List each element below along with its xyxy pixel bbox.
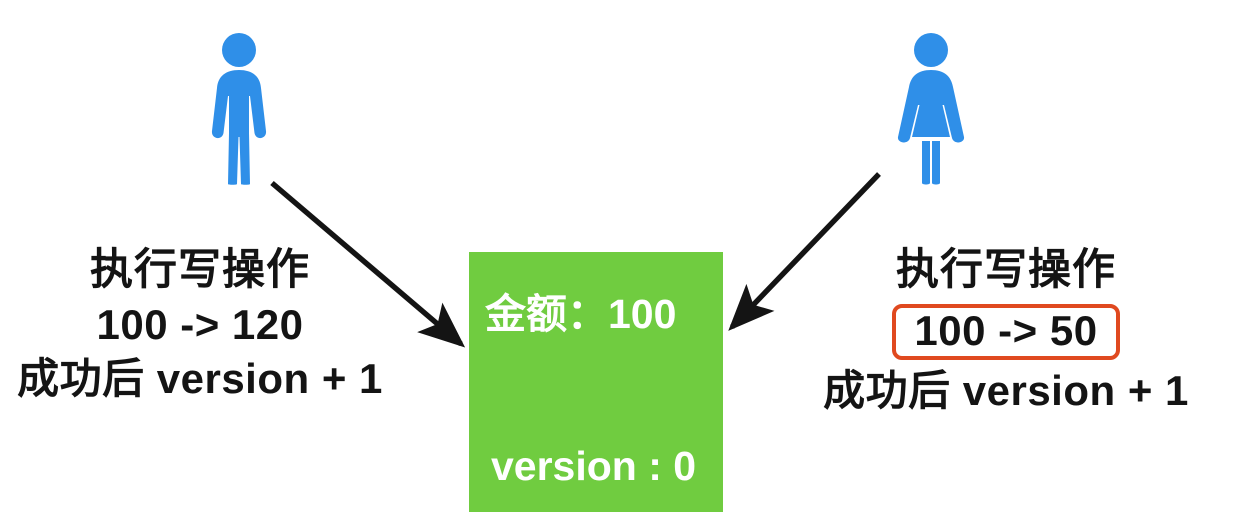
female-person-icon bbox=[896, 33, 966, 185]
right-action-label: 执行写操作 bbox=[896, 246, 1116, 294]
record-amount-line: 金额：100 bbox=[485, 291, 677, 337]
record-box: 金额：100 version : 0 bbox=[469, 252, 723, 512]
left-operation-block: 执行写操作 100 -> 120 成功后 version + 1 bbox=[0, 243, 400, 406]
right-value-change-row: 100 -> 50 bbox=[808, 304, 1204, 361]
left-value-change: 100 -> 120 bbox=[96, 301, 304, 349]
right-value-change-highlight: 100 -> 50 bbox=[892, 304, 1120, 361]
left-result-label: 成功后 version + 1 bbox=[17, 354, 383, 402]
right-operation-block: 执行写操作 100 -> 50 成功后 version + 1 bbox=[808, 243, 1204, 418]
male-person-icon bbox=[206, 33, 272, 185]
record-version-line: version : 0 bbox=[491, 443, 697, 489]
right-result-label: 成功后 version + 1 bbox=[823, 367, 1189, 415]
left-action-label: 执行写操作 bbox=[90, 246, 310, 294]
